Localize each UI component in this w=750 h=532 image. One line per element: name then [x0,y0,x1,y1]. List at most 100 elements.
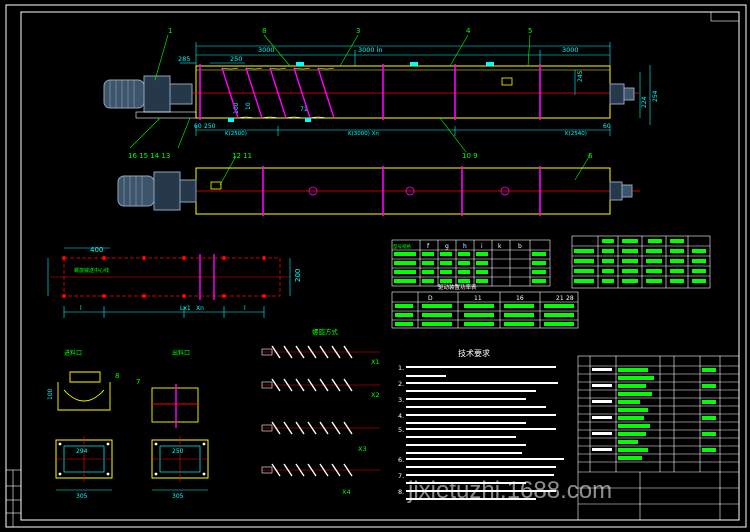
dimtable-h1: f [427,243,430,250]
plan-flanges [199,254,215,300]
power-table-cells [395,304,574,326]
side-view [117,166,640,216]
dimtable-h4: i [481,243,483,250]
cover-clamps [228,62,494,122]
outlet-part-num: 7 [136,378,140,386]
hanger-holes [308,186,510,196]
tech-item-6: 6. [398,456,404,464]
hanger-flanges [199,64,541,120]
dim-254: 254 [652,90,659,102]
part-numbers-10-9: 10 9 [462,152,478,160]
dim-100: 100 [233,102,240,114]
outlet-plan [151,436,209,491]
dim-224: 224 [641,96,648,108]
tech-text-lines [406,366,564,500]
spiral-form-x4 [261,463,380,477]
tech-title: 技术要求 [458,348,490,358]
top-view: 3000 3000 ln 3000 285 250 K(2500) K(3000… [103,27,659,186]
bom-cells [618,368,716,460]
spiral-label-x4: X4 [342,488,351,496]
tech-item-1: 1. [398,364,404,372]
dimension-table [391,239,551,287]
dimtable-h2: g [445,243,449,250]
params-table-cells [574,239,706,283]
dim-3000-right: 3000 [562,46,579,54]
powtable-h3: 21 [556,295,564,302]
tech-item-5: 5. [398,426,404,434]
outlet-dim-250: 250 [172,448,184,455]
part-numbers-16-13: 16 15 14 13 [128,152,170,160]
powtable-h2: 16 [516,295,524,302]
dimtable-h5: k [498,243,502,250]
spiral-forms: 螺旋方式 X1 X2 X3 X4 [261,327,380,496]
outlet-box [501,77,513,86]
tech-item-7: 7. [398,472,404,480]
tech-item-8: 8. [398,488,404,496]
side-flanges [262,166,541,216]
foundation-plan: 400 200 螺旋输送中心线 l Lx1 Xn l [47,246,302,318]
plan-dim-lx1: Lx1 [180,305,191,312]
spiral-flight [221,67,335,119]
powtable-h4: 28 [566,295,574,302]
anchor-points [62,256,266,298]
top-dimension-lines [180,42,651,136]
tail-bearing-side [609,181,633,201]
balloon-1: 1 [168,27,172,35]
balloon-5: 5 [528,27,532,35]
powtable-h1: 11 [474,295,482,302]
spiral-edges [221,67,335,119]
dim-71: 71 [300,106,308,113]
tech-requirements: 技术要求 1. 2. 3. 4. 5. 6. 7. 8. [398,348,564,500]
top-right-corner-box [710,11,740,22]
tech-item-3: 3. [398,396,404,404]
power-table-title: 驱动装置功率表 [438,283,477,291]
plan-dim-l1: l [80,305,82,312]
dim-250-bottom: 250 [204,123,216,130]
dim-k3000: K(3000) Xn [348,131,379,137]
plan-dims [47,247,291,318]
dimtable-h3: h [463,243,467,250]
tech-item-2: 2. [398,380,404,388]
dim-3000-left: 3000 [258,46,275,54]
dim-10: 10 [245,102,252,110]
dimension-table-cells [394,252,546,283]
outlet-dim-305: 305 [172,493,184,500]
spiral-label-x3: X3 [358,445,367,453]
inlet-mark [210,181,222,190]
part-numbers-12-11: 12 11 [232,152,252,160]
balloon-8: 8 [262,27,266,35]
drive-motor-top [103,75,193,113]
balloon-4: 4 [466,27,471,35]
dimtable-h6: b [518,243,522,250]
plan-dim-200: 200 [294,269,302,282]
powtable-h0: D [428,295,433,302]
watermark: jixietuzhi.1688.com [407,477,612,504]
dim-k2540: K(2540) [565,131,587,137]
inlet-label: 进料口 [64,349,82,357]
dim-285: 285 [178,55,190,63]
bom-table [577,355,740,521]
inlet-dim-294: 294 [76,448,88,455]
dimension-table-headers: 型号规格 f g h i k b [393,243,522,250]
balloon-3: 3 [356,27,360,35]
inlet-part-num: 8 [115,372,119,380]
spiral-form-x1 [261,345,380,359]
drive-motor-side [117,171,197,211]
spiral-label-x1: X1 [371,358,380,366]
dim-60-left: 60 [194,123,202,130]
power-table-headers: D 11 16 21 28 [428,295,574,302]
spiral-label-x2: X2 [371,391,380,399]
inlet-section [57,371,111,411]
dim-3000-mid: 3000 ln [358,46,383,54]
left-title-strip [6,469,21,527]
params-table [571,235,711,289]
plan-dim-xn: Xn [196,305,204,312]
spiral-form-x3 [261,421,380,435]
tech-item-4: 4. [398,412,404,420]
inlet-dim-305: 305 [76,493,88,500]
leader-lines-top [129,34,591,186]
bom-white-cells [592,368,612,451]
dim-245: 245 [577,70,584,82]
plan-dim-l2: l [244,305,246,312]
